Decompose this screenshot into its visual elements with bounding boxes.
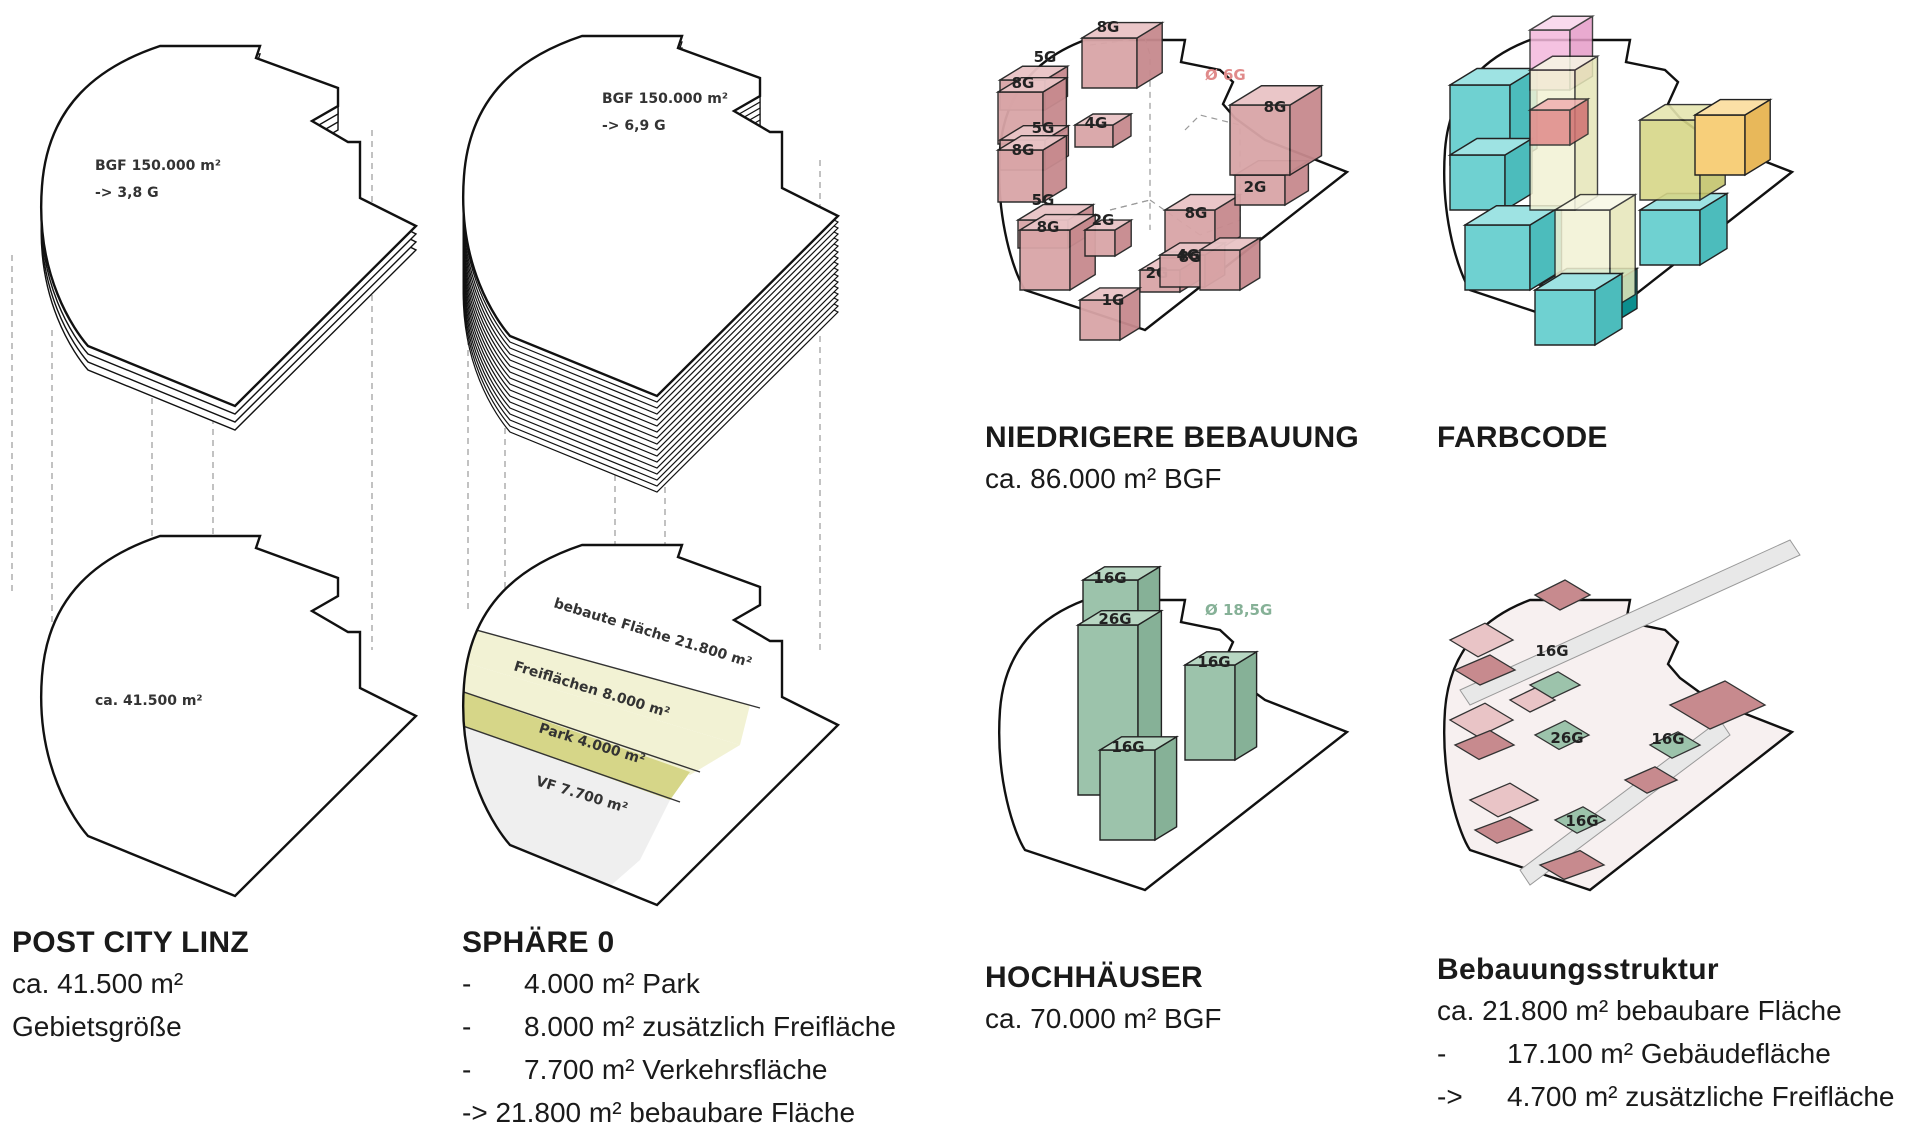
low-building — [1077, 286, 1143, 342]
panel2-bgf-label: BGF 150.000 m² — [602, 91, 728, 107]
plot-storey-label: 16G — [1565, 812, 1598, 830]
building-storey-label: 5G — [1032, 191, 1055, 209]
building-storey-label: 1G — [1102, 291, 1125, 309]
panel2-ratio-label: -> 6,9 G — [602, 118, 666, 134]
caption-line: ca. 86.000 m² BGF — [985, 463, 1222, 494]
building-storey-label: 2G — [1244, 178, 1267, 196]
plot-building — [1508, 687, 1557, 713]
site-footprint — [39, 534, 418, 898]
tower-storey-label: 16G — [1093, 569, 1126, 587]
building-storey-label: 4G — [1085, 114, 1108, 132]
orange-block — [1692, 98, 1773, 177]
low-building — [1227, 84, 1324, 177]
plot-storey-label: 16G — [1651, 730, 1684, 748]
caption-bebauungsstruktur: Bebauungsstruktur ca. 21.800 m² bebaubar… — [1437, 955, 1895, 1126]
panel1-bgf-label: BGF 150.000 m² — [95, 158, 221, 174]
building-plots: 16G 26G 16G 16G — [1448, 539, 1801, 886]
caption-result: -> 21.800 m² bebaubare Fläche — [462, 1097, 856, 1128]
tower-storey-label: 16G — [1111, 738, 1144, 756]
caption-hochhaeuser: HOCHHÄUSER ca. 70.000 m² BGF — [985, 963, 1222, 1048]
tower-storey-label: 16G — [1197, 653, 1230, 671]
plot-building — [1448, 622, 1515, 658]
building-storey-label: 8G — [1264, 98, 1287, 116]
caption-title: Bebauungsstruktur — [1437, 953, 1719, 986]
teal-block — [1637, 192, 1730, 267]
caption-row: -8.000 m² zusätzlich Freifläche — [462, 1011, 896, 1042]
low-building — [1072, 112, 1134, 149]
plot-building — [1623, 766, 1679, 794]
caption-title: POST CITY LINZ — [12, 926, 249, 959]
panel-sphaere-0: BGF 150.000 m² -> 6,9 G bebaute Fläche 2… — [461, 34, 840, 907]
panel-post-city-linz: BGF 150.000 m² -> 3,8 G ca. 41.500 m² — [11, 44, 418, 898]
building-storey-label: 5G — [1034, 48, 1057, 66]
caption-title: FARBCODE — [1437, 421, 1608, 454]
caption-sphaere-0: SPHÄRE 0 -4.000 m² Park -8.000 m² zusätz… — [462, 928, 896, 1142]
caption-row: -17.100 m² Gebäudefläche — [1437, 1038, 1831, 1069]
panel-bebauungsstruktur: 16G 26G 16G 16G — [1443, 539, 1801, 892]
building-storey-label: 8G — [1012, 141, 1035, 159]
floor-stack — [39, 44, 418, 431]
low-building — [1162, 193, 1243, 254]
panel3-average: Ø 6G — [1205, 66, 1246, 84]
caption-post-city-linz: POST CITY LINZ ca. 41.500 m² Gebietsgröß… — [12, 928, 249, 1056]
plot-tower — [1533, 719, 1591, 751]
panel-hochhaeuser: 16G 26G 16G 16G Ø 18,5G — [998, 565, 1349, 892]
plot-tower — [1648, 731, 1702, 759]
internal-path — [1459, 539, 1801, 706]
caption-title: SPHÄRE 0 — [462, 926, 615, 959]
red-block — [1527, 97, 1591, 147]
teal-block — [1447, 137, 1535, 212]
building-storey-label: 8G — [1179, 248, 1202, 266]
plot-building — [1448, 702, 1515, 738]
building-storey-label: 4G — [1177, 246, 1200, 264]
caption-title: HOCHHÄUSER — [985, 961, 1204, 994]
caption-line: ca. 21.800 m² bebaubare Fläche — [1437, 995, 1842, 1026]
plot-storey-label: 26G — [1550, 729, 1583, 747]
caption-row: -7.700 m² Verkehrsfläche — [462, 1054, 828, 1085]
plot-storey-label: 16G — [1535, 642, 1568, 660]
plot-building — [1533, 579, 1592, 611]
low-building — [1197, 236, 1263, 292]
plot-tower — [1553, 806, 1607, 834]
tower — [1097, 735, 1180, 842]
plot-building — [1468, 782, 1540, 818]
building-storey-label: 2G — [1092, 211, 1115, 229]
caption-line: ca. 70.000 m² BGF — [985, 1003, 1222, 1034]
caption-title: NIEDRIGERE BEBAUUNG — [985, 421, 1360, 454]
plot-building — [1668, 680, 1767, 730]
caption-niedrigere-bebauung: NIEDRIGERE BEBAUUNG ca. 86.000 m² BGF — [985, 423, 1359, 508]
plot-building — [1473, 816, 1534, 844]
low-building — [1082, 218, 1134, 258]
building-storey-label: 8G — [1012, 74, 1035, 92]
building-storey-label: 8G — [1097, 18, 1120, 36]
low-building — [1079, 21, 1165, 90]
tower-storey-label: 26G — [1098, 610, 1131, 628]
building-storey-label: 8G — [1185, 204, 1208, 222]
panel-farbcode — [1443, 15, 1794, 347]
building-storey-label: 5G — [1032, 119, 1055, 137]
panel1-ratio-label: -> 3,8 G — [95, 185, 159, 201]
caption-row: -4.000 m² Park — [462, 968, 700, 999]
panel5-average: Ø 18,5G — [1205, 601, 1272, 619]
caption-row: ->4.700 m² zusätzliche Freifläche — [1437, 1081, 1895, 1112]
high-rise-towers: 16G 26G 16G 16G — [1075, 565, 1260, 842]
plot-building — [1453, 654, 1517, 686]
teal-block — [1462, 204, 1564, 292]
site-zoning — [461, 543, 840, 907]
teal-block — [1532, 272, 1625, 347]
panel1-area-label: ca. 41.500 m² — [95, 693, 203, 709]
caption-line: ca. 41.500 m² — [12, 968, 184, 999]
plot-building — [1453, 729, 1516, 761]
building-storey-label: 8G — [1037, 218, 1060, 236]
colour-coded-buildings — [1447, 15, 1773, 347]
caption-line: Gebietsgröße — [12, 1011, 182, 1042]
tower — [1182, 650, 1260, 762]
plot-building — [1538, 849, 1606, 881]
caption-farbcode: FARBCODE — [1437, 423, 1608, 465]
low-building — [995, 134, 1069, 204]
